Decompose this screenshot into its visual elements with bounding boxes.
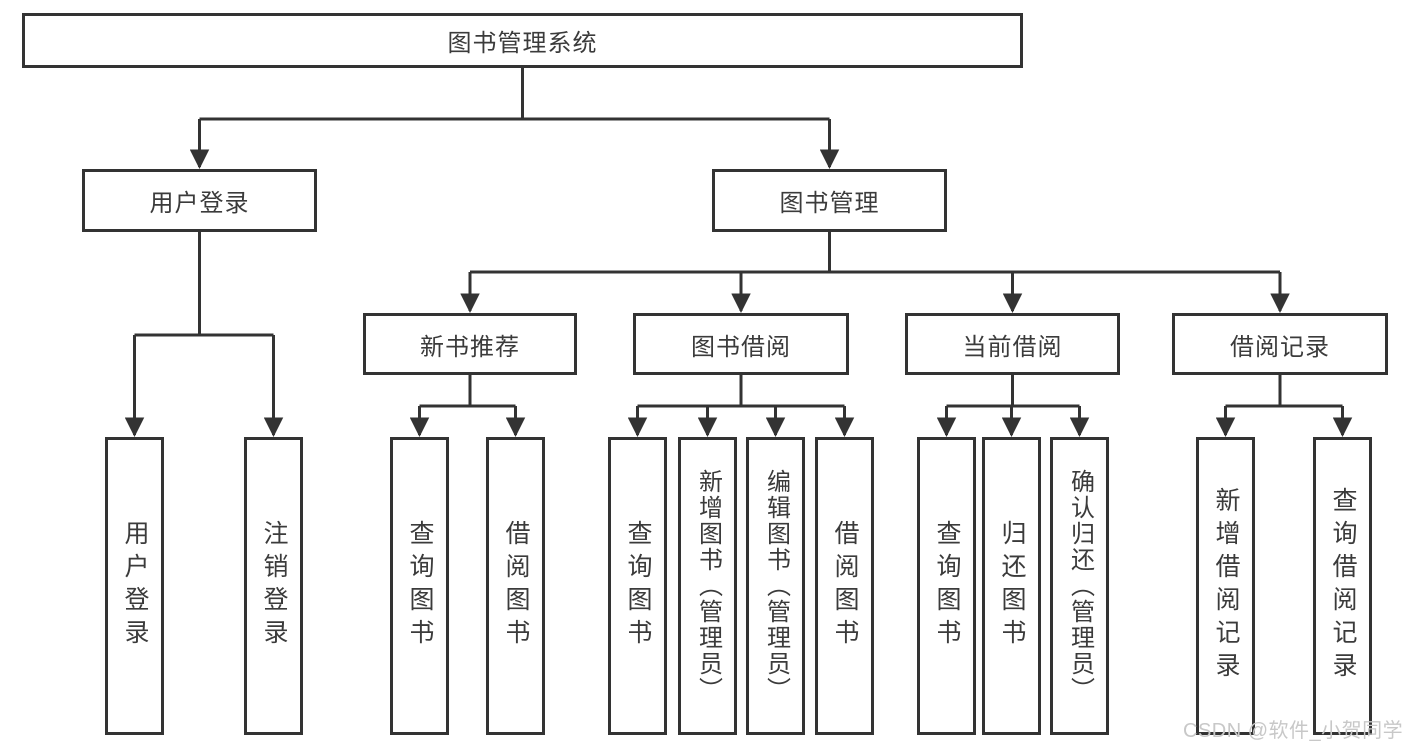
leaf-edit-books-admin: 编辑图书（管理员） bbox=[746, 437, 805, 735]
leaf-current-query-books: 查询图书 bbox=[917, 437, 976, 735]
leaf-recommend-query-books: 查询图书 bbox=[390, 437, 449, 735]
node-book-management: 图书管理 bbox=[712, 169, 947, 232]
connector-root-to-level2 bbox=[189, 66, 840, 169]
leaf-recommend-borrow-books-label: 借阅图书 bbox=[502, 520, 530, 652]
leaf-current-query-books-label: 查询图书 bbox=[933, 520, 961, 652]
leaf-recommend-borrow-books: 借阅图书 bbox=[486, 437, 545, 735]
connector-current-borrow-children bbox=[936, 373, 1090, 437]
leaf-logout-label: 注销登录 bbox=[260, 520, 288, 652]
node-book-borrow: 图书借阅 bbox=[633, 313, 849, 375]
leaf-recommend-query-books-label: 查询图书 bbox=[406, 520, 434, 652]
leaf-user-login: 用户登录 bbox=[105, 437, 164, 735]
leaf-borrow-books-label: 借阅图书 bbox=[831, 520, 859, 652]
leaf-add-borrow-record: 新增借阅记录 bbox=[1196, 437, 1255, 735]
node-root: 图书管理系统 bbox=[22, 13, 1023, 68]
csdn-watermark: CSDN @软件_小贺同学 bbox=[1183, 720, 1404, 742]
leaf-add-books-admin: 新增图书（管理员） bbox=[678, 437, 737, 735]
leaf-user-login-label: 用户登录 bbox=[121, 520, 149, 652]
connector-book-mgmt-sections bbox=[460, 231, 1290, 313]
leaf-query-borrow-record-label: 查询借阅记录 bbox=[1329, 487, 1357, 685]
node-root-label: 图书管理系统 bbox=[447, 30, 598, 57]
node-current-borrow-label: 当前借阅 bbox=[962, 333, 1063, 361]
leaf-edit-books-admin-label: 编辑图书（管理员） bbox=[762, 469, 790, 703]
node-borrow-records: 借阅记录 bbox=[1172, 313, 1388, 375]
leaf-confirm-return-admin-label: 确认归还（管理员） bbox=[1066, 469, 1094, 703]
connector-user-login-children bbox=[124, 230, 284, 437]
leaf-borrow-query-books: 查询图书 bbox=[608, 437, 667, 735]
leaf-borrow-query-books-label: 查询图书 bbox=[624, 520, 652, 652]
node-book-borrow-label: 图书借阅 bbox=[691, 333, 791, 361]
connector-borrow-records-children bbox=[1215, 373, 1353, 437]
node-user-login-label: 用户登录 bbox=[149, 190, 250, 217]
connector-book-borrow-children bbox=[627, 373, 855, 437]
leaf-return-books: 归还图书 bbox=[982, 437, 1041, 735]
node-new-book-recommend-label: 新书推荐 bbox=[420, 333, 520, 361]
leaf-add-borrow-record-label: 新增借阅记录 bbox=[1212, 487, 1240, 685]
node-book-management-label: 图书管理 bbox=[779, 190, 880, 217]
connector-new-books-children bbox=[409, 373, 526, 437]
leaf-return-books-label: 归还图书 bbox=[998, 520, 1026, 652]
leaf-query-borrow-record: 查询借阅记录 bbox=[1313, 437, 1372, 735]
node-new-book-recommend: 新书推荐 bbox=[363, 313, 577, 375]
node-user-login: 用户登录 bbox=[82, 169, 317, 232]
leaf-add-books-admin-label: 新增图书（管理员） bbox=[694, 469, 722, 703]
leaf-confirm-return-admin: 确认归还（管理员） bbox=[1050, 437, 1109, 735]
node-borrow-records-label: 借阅记录 bbox=[1230, 333, 1330, 361]
leaf-logout: 注销登录 bbox=[244, 437, 303, 735]
node-current-borrow: 当前借阅 bbox=[905, 313, 1120, 375]
leaf-borrow-books: 借阅图书 bbox=[815, 437, 874, 735]
